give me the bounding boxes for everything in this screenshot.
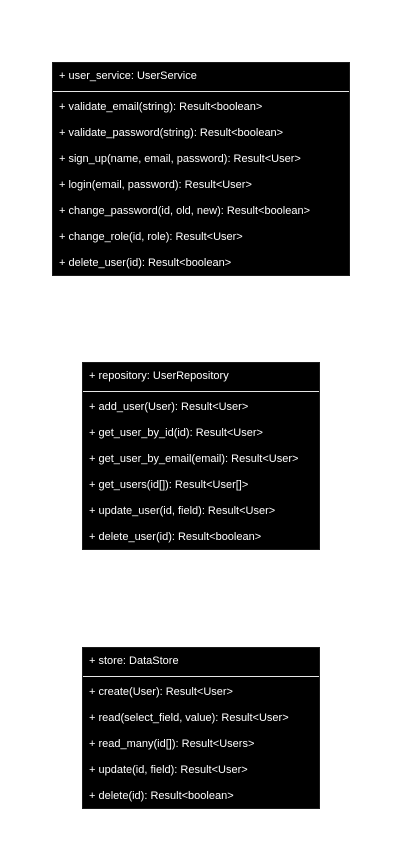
method-create: + create(User): Result<User> bbox=[89, 686, 233, 698]
class-header-repository: + repository: UserRepository bbox=[89, 370, 229, 382]
method-validate-email: + validate_email(string): Result<boolean… bbox=[59, 101, 263, 113]
class-box-store: + store: DataStore + create(User): Resul… bbox=[82, 647, 320, 809]
class-divider bbox=[83, 676, 319, 677]
class-header-user-service: + user_service: UserService bbox=[59, 70, 197, 82]
method-get-user-by-email: + get_user_by_email(email): Result<User> bbox=[89, 453, 299, 465]
member-list-store: + create(User): Result<User> + read(sele… bbox=[83, 677, 319, 809]
method-get-user-by-id: + get_user_by_id(id): Result<User> bbox=[89, 427, 263, 439]
method-add-user: + add_user(User): Result<User> bbox=[89, 401, 249, 413]
method-update: + update(id, field): Result<User> bbox=[89, 764, 248, 776]
class-box-user-service: + user_service: UserService + validate_e… bbox=[52, 62, 350, 276]
member-list-user-service: + validate_email(string): Result<boolean… bbox=[53, 92, 349, 276]
method-read-many: + read_many(id[]): Result<Users> bbox=[89, 738, 255, 750]
method-delete-user: + delete_user(id): Result<boolean> bbox=[59, 257, 232, 269]
method-change-password: + change_password(id, old, new): Result<… bbox=[59, 205, 311, 217]
method-read: + read(select_field, value): Result<User… bbox=[89, 712, 289, 724]
method-change-role: + change_role(id, role): Result<User> bbox=[59, 231, 243, 243]
method-delete-user: + delete_user(id): Result<boolean> bbox=[89, 531, 262, 543]
method-get-users: + get_users(id[]): Result<User[]> bbox=[89, 479, 249, 491]
method-update-user: + update_user(id, field): Result<User> bbox=[89, 505, 276, 517]
method-sign-up: + sign_up(name, email, password): Result… bbox=[59, 153, 301, 165]
class-divider bbox=[83, 391, 319, 392]
class-header-store: + store: DataStore bbox=[89, 655, 179, 667]
class-divider bbox=[53, 91, 349, 92]
method-delete: + delete(id): Result<boolean> bbox=[89, 790, 234, 802]
method-login: + login(email, password): Result<User> bbox=[59, 179, 252, 191]
class-box-repository: + repository: UserRepository + add_user(… bbox=[82, 362, 320, 550]
member-list-repository: + add_user(User): Result<User> + get_use… bbox=[83, 392, 319, 550]
method-validate-password: + validate_password(string): Result<bool… bbox=[59, 127, 284, 139]
